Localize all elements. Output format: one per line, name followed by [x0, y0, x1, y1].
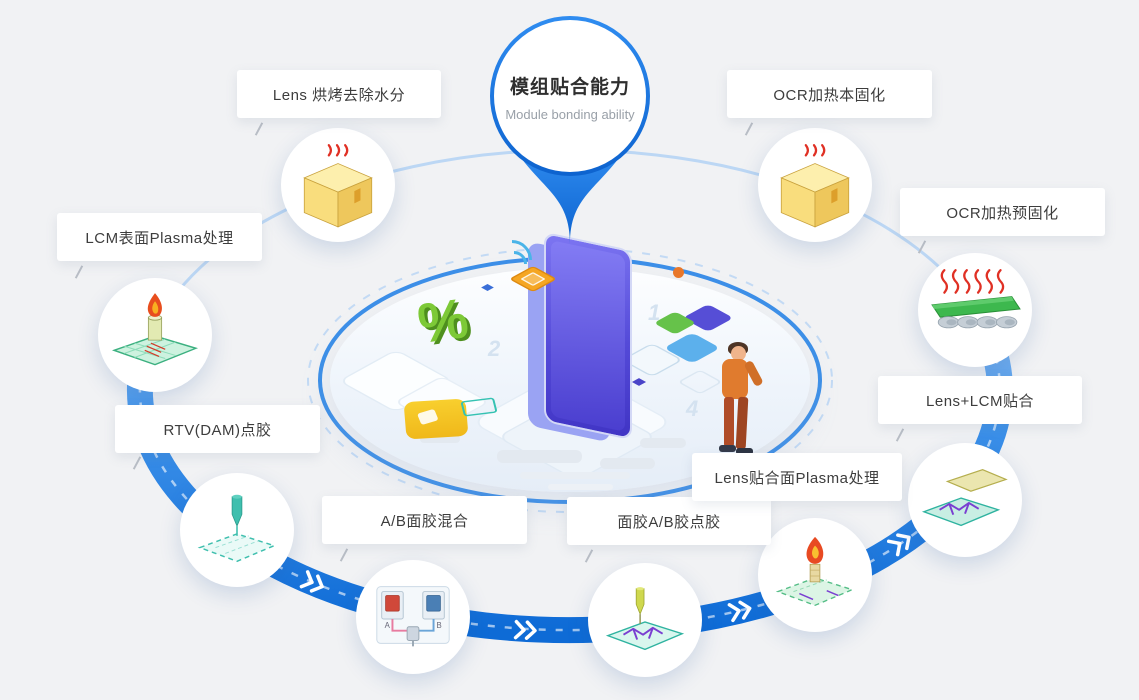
step-icon-rtv-dispense [180, 473, 294, 587]
dot-orange [673, 267, 684, 278]
label-connector-tick [132, 456, 142, 470]
step-icon-ab-mixing: A B [356, 560, 470, 674]
platform-shadow-bar [600, 458, 655, 469]
label-connector-tick [744, 122, 754, 136]
label-connector-tick [917, 240, 927, 254]
label-connector-tick [895, 428, 905, 442]
watermark-number: 4 [686, 396, 699, 421]
step-label-rtv-dispense: RTV(DAM)点胶 [115, 405, 320, 453]
flow-chevron [513, 619, 537, 640]
thumb-tile-icon [403, 398, 469, 440]
person-leg [724, 397, 734, 447]
step-icon-lens-lcm-bond [908, 443, 1022, 557]
phone-illustration [544, 231, 632, 441]
step-label-lcm-plasma: LCM表面Plasma处理 [57, 213, 262, 261]
oven-icon [303, 144, 373, 228]
glue-mixing-machine-icon: A B [376, 586, 450, 647]
pin-tail [514, 148, 626, 244]
step-icon-lcm-plasma [98, 278, 212, 392]
step-label-lens-plasma: Lens贴合面Plasma处理 [692, 453, 902, 501]
step-icon-ab-dispense [588, 563, 702, 677]
phone-screen [551, 240, 625, 432]
watermark-number: 2 [488, 336, 501, 361]
percent-symbol: % [413, 285, 472, 356]
step-label-lens-lcm-bond: Lens+LCM贴合 [878, 376, 1082, 424]
page-title: 模组贴合能力 [509, 77, 630, 98]
flow-chevron [886, 533, 911, 557]
mixer-label-b: B [436, 621, 441, 630]
step-label-ab-mixing: A/B面胶混合 [322, 496, 527, 544]
step-label-ab-dispense: 面胶A/B胶点胶 [567, 497, 771, 545]
mixer-label-a: A [385, 621, 391, 630]
platform-shadow-bar [497, 450, 582, 463]
dispense-pattern-icon [605, 587, 685, 651]
platform-shadow-bar [548, 484, 613, 490]
person-leg [735, 396, 749, 450]
step-label-lens-bake: Lens 烘烤去除水分 [237, 70, 441, 118]
dispense-needle-icon [197, 494, 277, 563]
flow-chevron [299, 570, 324, 593]
bonding-layers-icon [921, 469, 1008, 527]
thumb-glyph [417, 408, 439, 426]
heated-pcb-icon [931, 269, 1021, 329]
plasma-torch-icon [111, 293, 199, 366]
plasma-flame-icon [775, 536, 855, 607]
calculator-tile-grid [520, 271, 546, 287]
platform-shadow-bar [520, 472, 630, 479]
step-label-ocr-precure: OCR加热预固化 [900, 188, 1105, 236]
label-connector-tick [339, 548, 349, 562]
step-icon-ocr-cure [758, 128, 872, 242]
page-subtitle: Module bonding ability [505, 107, 635, 122]
label-connector-tick [584, 549, 594, 563]
step-label-ocr-cure: OCR加热本固化 [727, 70, 932, 118]
step-icon-ocr-precure [918, 253, 1032, 367]
person-shoe [719, 445, 736, 452]
label-connector-tick [254, 122, 264, 136]
person-figure [712, 342, 768, 462]
step-icon-lens-plasma [758, 518, 872, 632]
oven-icon [780, 144, 850, 228]
platform-shadow-bar [640, 438, 686, 448]
label-connector-tick [74, 265, 84, 279]
step-icon-lens-bake [281, 128, 395, 242]
center-title-block: 模组贴合能力 Module bonding ability [495, 72, 645, 124]
flow-chevron [727, 600, 752, 623]
